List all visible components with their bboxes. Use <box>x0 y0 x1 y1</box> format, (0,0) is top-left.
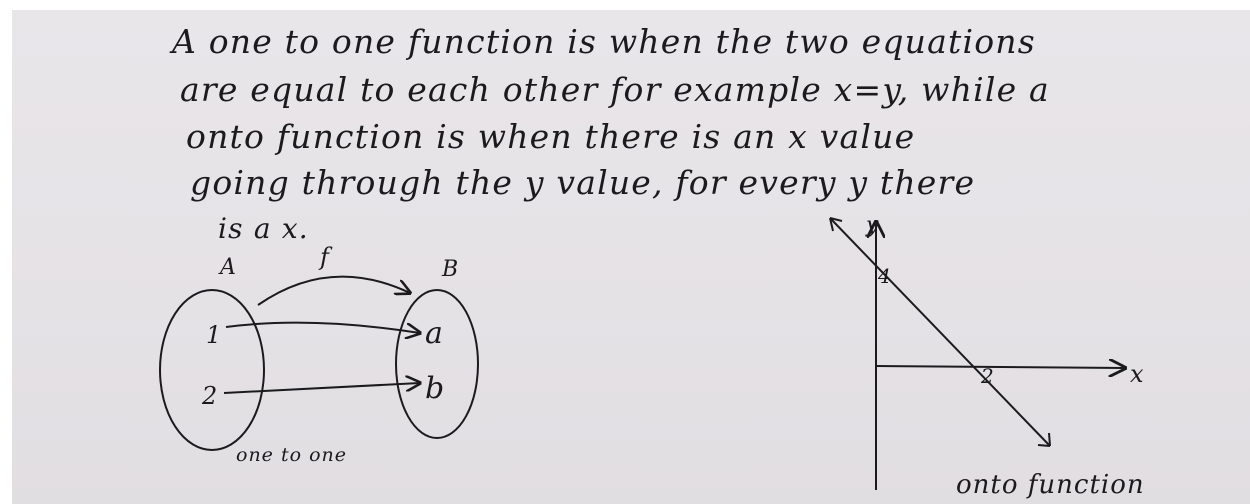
codomain-element-b: b <box>425 371 444 406</box>
function-line-arrow-top <box>829 217 843 232</box>
mapping-arrow-f <box>257 275 410 306</box>
note-line-2: are equal to each other for example x=y,… <box>180 70 1050 109</box>
domain-element-2: 2 <box>201 382 217 410</box>
graph-caption: onto function <box>956 470 1145 500</box>
x-axis-label: x <box>1130 360 1144 388</box>
note-line-5: is a x. <box>218 212 309 245</box>
handwritten-note-paper <box>12 10 1250 504</box>
function-line <box>829 217 1051 447</box>
x-intercept-label: 2 <box>980 364 994 388</box>
y-axis-label: y <box>865 213 879 238</box>
arrow-1-to-a <box>225 321 420 333</box>
y-intercept-label: 4 <box>877 264 891 288</box>
x-axis <box>875 366 1125 368</box>
note-line-3: onto function is when there is an x valu… <box>186 117 916 156</box>
codomain-element-a: a <box>425 316 443 351</box>
domain-element-1: 1 <box>206 321 221 349</box>
set-a-label: A <box>218 255 236 280</box>
set-a-ellipse <box>159 289 265 451</box>
set-b-label: B <box>441 257 458 282</box>
mapping-caption: one to one <box>236 444 347 466</box>
note-line-4: going through the y value, for every y t… <box>190 163 976 202</box>
function-line-arrow-bottom <box>1037 432 1051 447</box>
note-line-1: A one to one function is when the two eq… <box>172 22 1036 61</box>
set-b-ellipse <box>395 289 479 439</box>
arrow-2-to-b <box>223 383 420 394</box>
